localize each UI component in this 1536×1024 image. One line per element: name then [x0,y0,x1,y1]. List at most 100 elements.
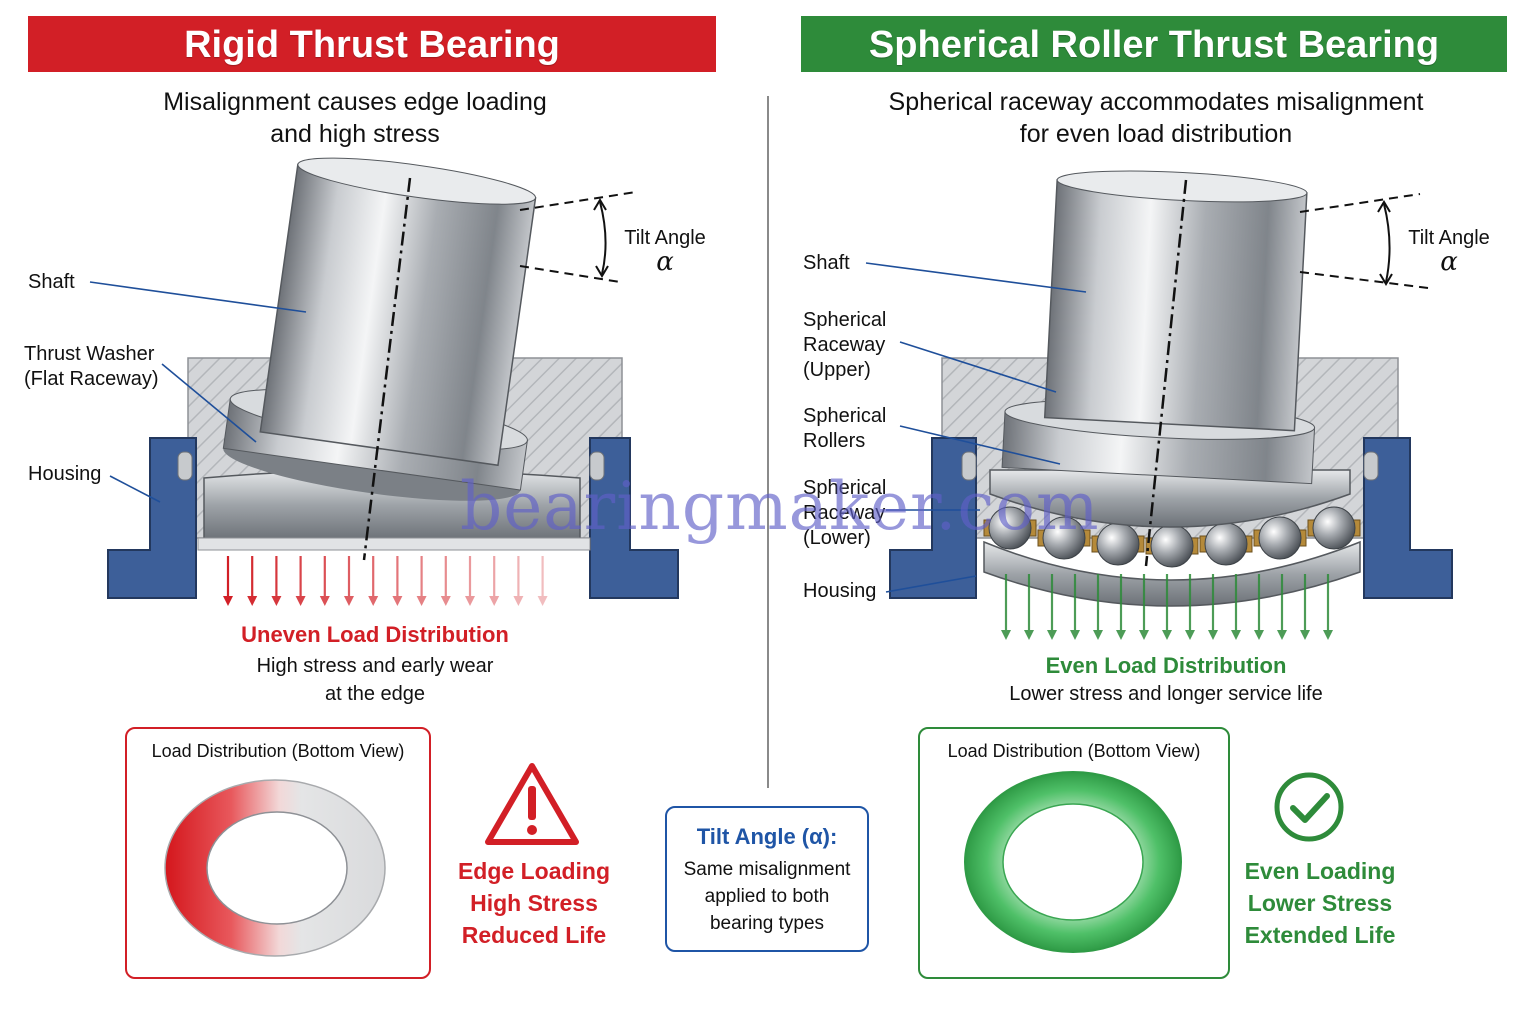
red-load-arrow [513,556,524,606]
left-tilt-label: Tilt Angle [624,227,706,249]
red-load-arrow [392,556,403,606]
right-status-lower-stress: Lower Stress [1247,890,1393,916]
left-leader-lines [89,281,307,503]
right-header: Spherical Roller Thrust Bearing [801,16,1507,72]
spherical-roller [1042,516,1086,560]
right-label-lower-line2: Raceway [803,502,886,524]
left-label-housing: Housing [28,463,102,485]
spherical-roller [1258,516,1302,560]
right-status-extended-life: Extended Life [1244,922,1396,948]
green-load-arrow [1185,574,1195,640]
right-load-description: Lower stress and longer service life [1009,683,1323,705]
right-subtitle-line1: Spherical raceway accommodates misalignm… [888,88,1424,116]
left-box-title: Load Distribution (Bottom View) [151,741,405,761]
left-tilt-angle: Tilt Angle α [620,226,710,277]
right-label-rollers-line2: Rollers [803,430,866,452]
green-load-arrow [1277,574,1287,640]
red-load-arrow [440,556,451,606]
green-load-arrow [1323,574,1333,640]
note-title: Tilt Angle (α): [696,824,838,849]
watermark: bearingmaker.com [460,468,1100,545]
spherical-roller [1204,522,1248,566]
red-load-arrow [271,556,282,606]
green-load-arrow [1024,574,1034,640]
green-load-arrow [1093,574,1103,640]
right-lower-raceway [983,540,1361,607]
center-divider [767,96,769,788]
left-label-shaft: Shaft [28,271,75,293]
right-load-box: Load Distribution (Bottom View) [918,727,1230,979]
right-spherical-rollers [983,506,1361,568]
note-line2: applied to both [704,886,830,907]
right-subtitle: Spherical raceway accommodates misalignm… [856,86,1456,150]
left-status-list: Edge Loading High Stress Reduced Life [444,855,624,951]
right-status-even-loading: Even Loading [1244,858,1396,884]
left-axis-line [362,177,412,561]
warning-triangle-icon [485,763,579,845]
right-label-upper-line3: (Upper) [803,359,871,381]
right-label-upper-line1: Spherical [803,309,887,331]
note-line3: bearing types [709,913,825,934]
right-label-upper-line2: Raceway [803,334,886,356]
right-upper-raceway [989,469,1351,528]
right-label-lower-raceway: Spherical Raceway (Lower) [803,476,886,551]
green-load-arrow [1300,574,1310,640]
left-header: Rigid Thrust Bearing [28,16,716,72]
right-shaft [1001,170,1316,485]
left-tilt-marker [519,191,637,283]
green-load-arrow [1162,574,1172,640]
left-load-description: High stress and early wear at the edge [200,652,550,708]
right-label-rollers: Spherical Rollers [803,404,886,454]
spherical-roller [988,506,1032,550]
spherical-roller [1096,522,1140,566]
red-load-arrow [465,556,475,606]
green-load-arrow [1116,574,1126,640]
green-load-arrow [1047,574,1057,640]
left-subtitle-line2: and high stress [270,120,440,148]
right-tilt-marker [1299,193,1429,289]
red-load-arrow [368,556,379,606]
green-load-arrow [1139,574,1149,640]
left-status-edge-loading: Edge Loading [457,858,611,884]
green-load-arrow [1001,574,1011,640]
right-status-list: Even Loading Lower Stress Extended Life [1232,855,1408,951]
note-line1: Same misalignment [683,859,851,880]
right-leader-lines [865,262,1087,593]
right-label-housing: Housing [803,580,877,602]
left-subtitle-line1: Misalignment causes edge loading [163,88,547,116]
red-load-arrow [223,556,233,606]
left-status-high-stress: High Stress [470,890,598,916]
left-status-reduced-life: Reduced Life [461,922,607,948]
right-load-heading: Even Load Distribution [1045,653,1287,678]
spherical-roller [1150,524,1194,568]
right-load-arrows [1001,574,1333,640]
right-label-rollers-line1: Spherical [803,405,887,427]
left-load-arrows [223,556,548,606]
right-box-title: Load Distribution (Bottom View) [947,741,1201,761]
check-circle-icon [1274,772,1344,842]
left-load-box: Load Distribution (Bottom View) [125,727,431,979]
spherical-roller [1312,506,1356,550]
red-load-arrow [319,556,330,606]
red-load-arrow [416,556,427,606]
right-tilt-angle: Tilt Angle α [1402,226,1496,277]
green-load-arrow [1231,574,1241,640]
left-label-washer-line1: Thrust Washer [24,343,155,365]
left-load-heading: Uneven Load Distribution [241,622,509,647]
green-load-arrow [1254,574,1264,640]
tilt-angle-note: Tilt Angle (α): Same misalignment applie… [665,806,869,952]
red-load-arrow [344,556,354,606]
left-tilt-symbol: α [656,247,674,277]
green-load-arrow [1070,574,1080,640]
right-tilt-symbol: α [1440,247,1458,277]
green-load-arrow [1208,574,1218,640]
left-load-line1: High stress and early wear [256,655,494,677]
left-subtitle: Misalignment causes edge loading and hig… [120,86,590,150]
left-shaft [259,157,537,467]
right-tilt-label: Tilt Angle [1408,227,1490,249]
right-label-shaft: Shaft [803,252,850,274]
right-label-lower-line3: (Lower) [803,527,871,549]
red-load-arrow [537,556,548,606]
right-subtitle-line2: for even load distribution [1019,120,1293,148]
right-label-lower-line1: Spherical [803,477,887,499]
